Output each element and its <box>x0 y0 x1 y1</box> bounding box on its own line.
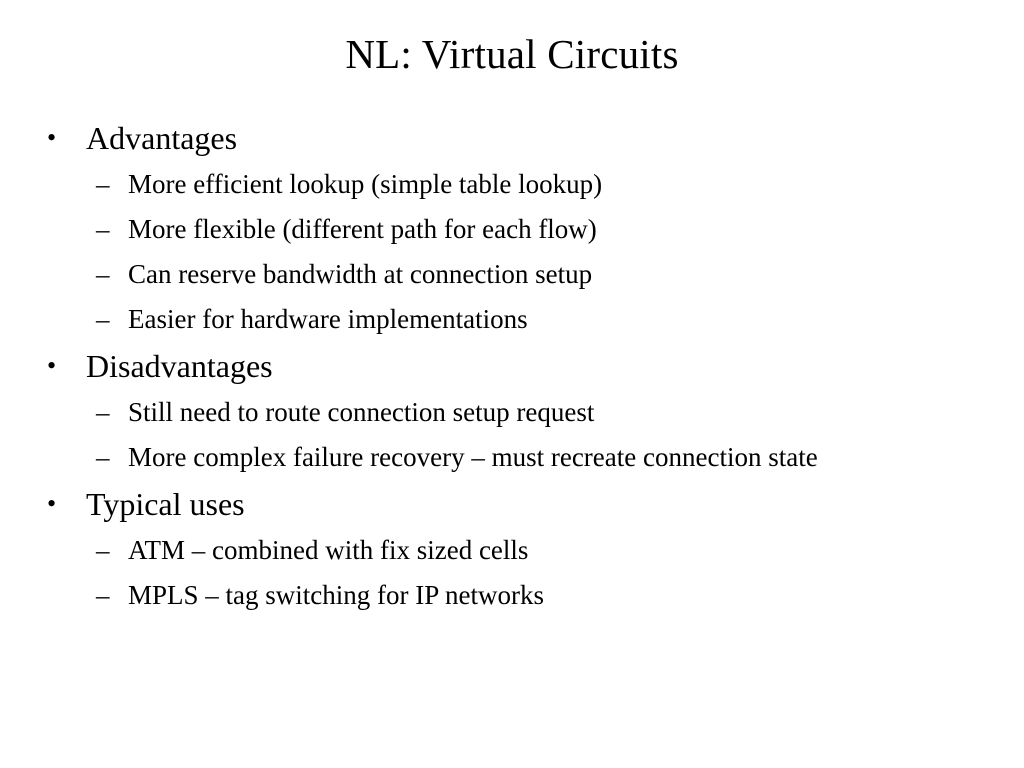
dash-icon: – <box>96 169 110 199</box>
outline-group: • Typical uses – ATM – combined with fix… <box>44 482 988 618</box>
bullet-level2-label: Still need to route connection setup req… <box>128 397 595 427</box>
bullet-level2: – Can reserve bandwidth at connection se… <box>44 252 988 297</box>
bullet-level2-label: MPLS – tag switching for IP networks <box>128 580 544 610</box>
bullet-dot-icon: • <box>47 489 57 518</box>
dash-icon: – <box>96 259 110 289</box>
bullet-level2-label: More flexible (different path for each f… <box>128 214 597 244</box>
bullet-level2-label: ATM – combined with fix sized cells <box>128 535 529 565</box>
dash-icon: – <box>96 397 110 427</box>
bullet-level2: – Easier for hardware implementations <box>44 297 988 342</box>
bullet-dot-icon: • <box>47 123 57 152</box>
bullet-level2: – More efficient lookup (simple table lo… <box>44 162 988 207</box>
dash-icon: – <box>96 304 110 334</box>
bullet-level1-label: Disadvantages <box>86 348 273 384</box>
dash-icon: – <box>96 214 110 244</box>
bullet-level1: • Advantages <box>44 116 988 160</box>
bullet-level2: – Still need to route connection setup r… <box>44 390 988 435</box>
dash-icon: – <box>96 580 110 610</box>
bullet-level2-label: Can reserve bandwidth at connection setu… <box>128 259 593 289</box>
bullet-level2: – ATM – combined with fix sized cells <box>44 528 988 573</box>
bullet-level2: – MPLS – tag switching for IP networks <box>44 573 988 618</box>
bullet-level1: • Disadvantages <box>44 344 988 388</box>
bullet-dot-icon: • <box>47 351 57 380</box>
bullet-level2: – More complex failure recovery – must r… <box>44 435 988 480</box>
bullet-level2-label: More efficient lookup (simple table look… <box>128 169 603 199</box>
bullet-level2-label: Easier for hardware implementations <box>128 304 528 334</box>
bullet-level1-label: Advantages <box>86 120 238 156</box>
outline-group: • Advantages – More efficient lookup (si… <box>44 116 988 342</box>
outline-group: • Disadvantages – Still need to route co… <box>44 344 988 480</box>
bullet-level2: – More flexible (different path for each… <box>44 207 988 252</box>
dash-icon: – <box>96 442 110 472</box>
page-title: NL: Virtual Circuits <box>345 31 679 77</box>
bullet-level1-label: Typical uses <box>86 486 245 522</box>
bullet-level2-label: More complex failure recovery – must rec… <box>128 442 818 472</box>
dash-icon: – <box>96 535 110 565</box>
bullet-level1: • Typical uses <box>44 482 988 526</box>
slide-body-outline: • Advantages – More efficient lookup (si… <box>44 116 988 618</box>
